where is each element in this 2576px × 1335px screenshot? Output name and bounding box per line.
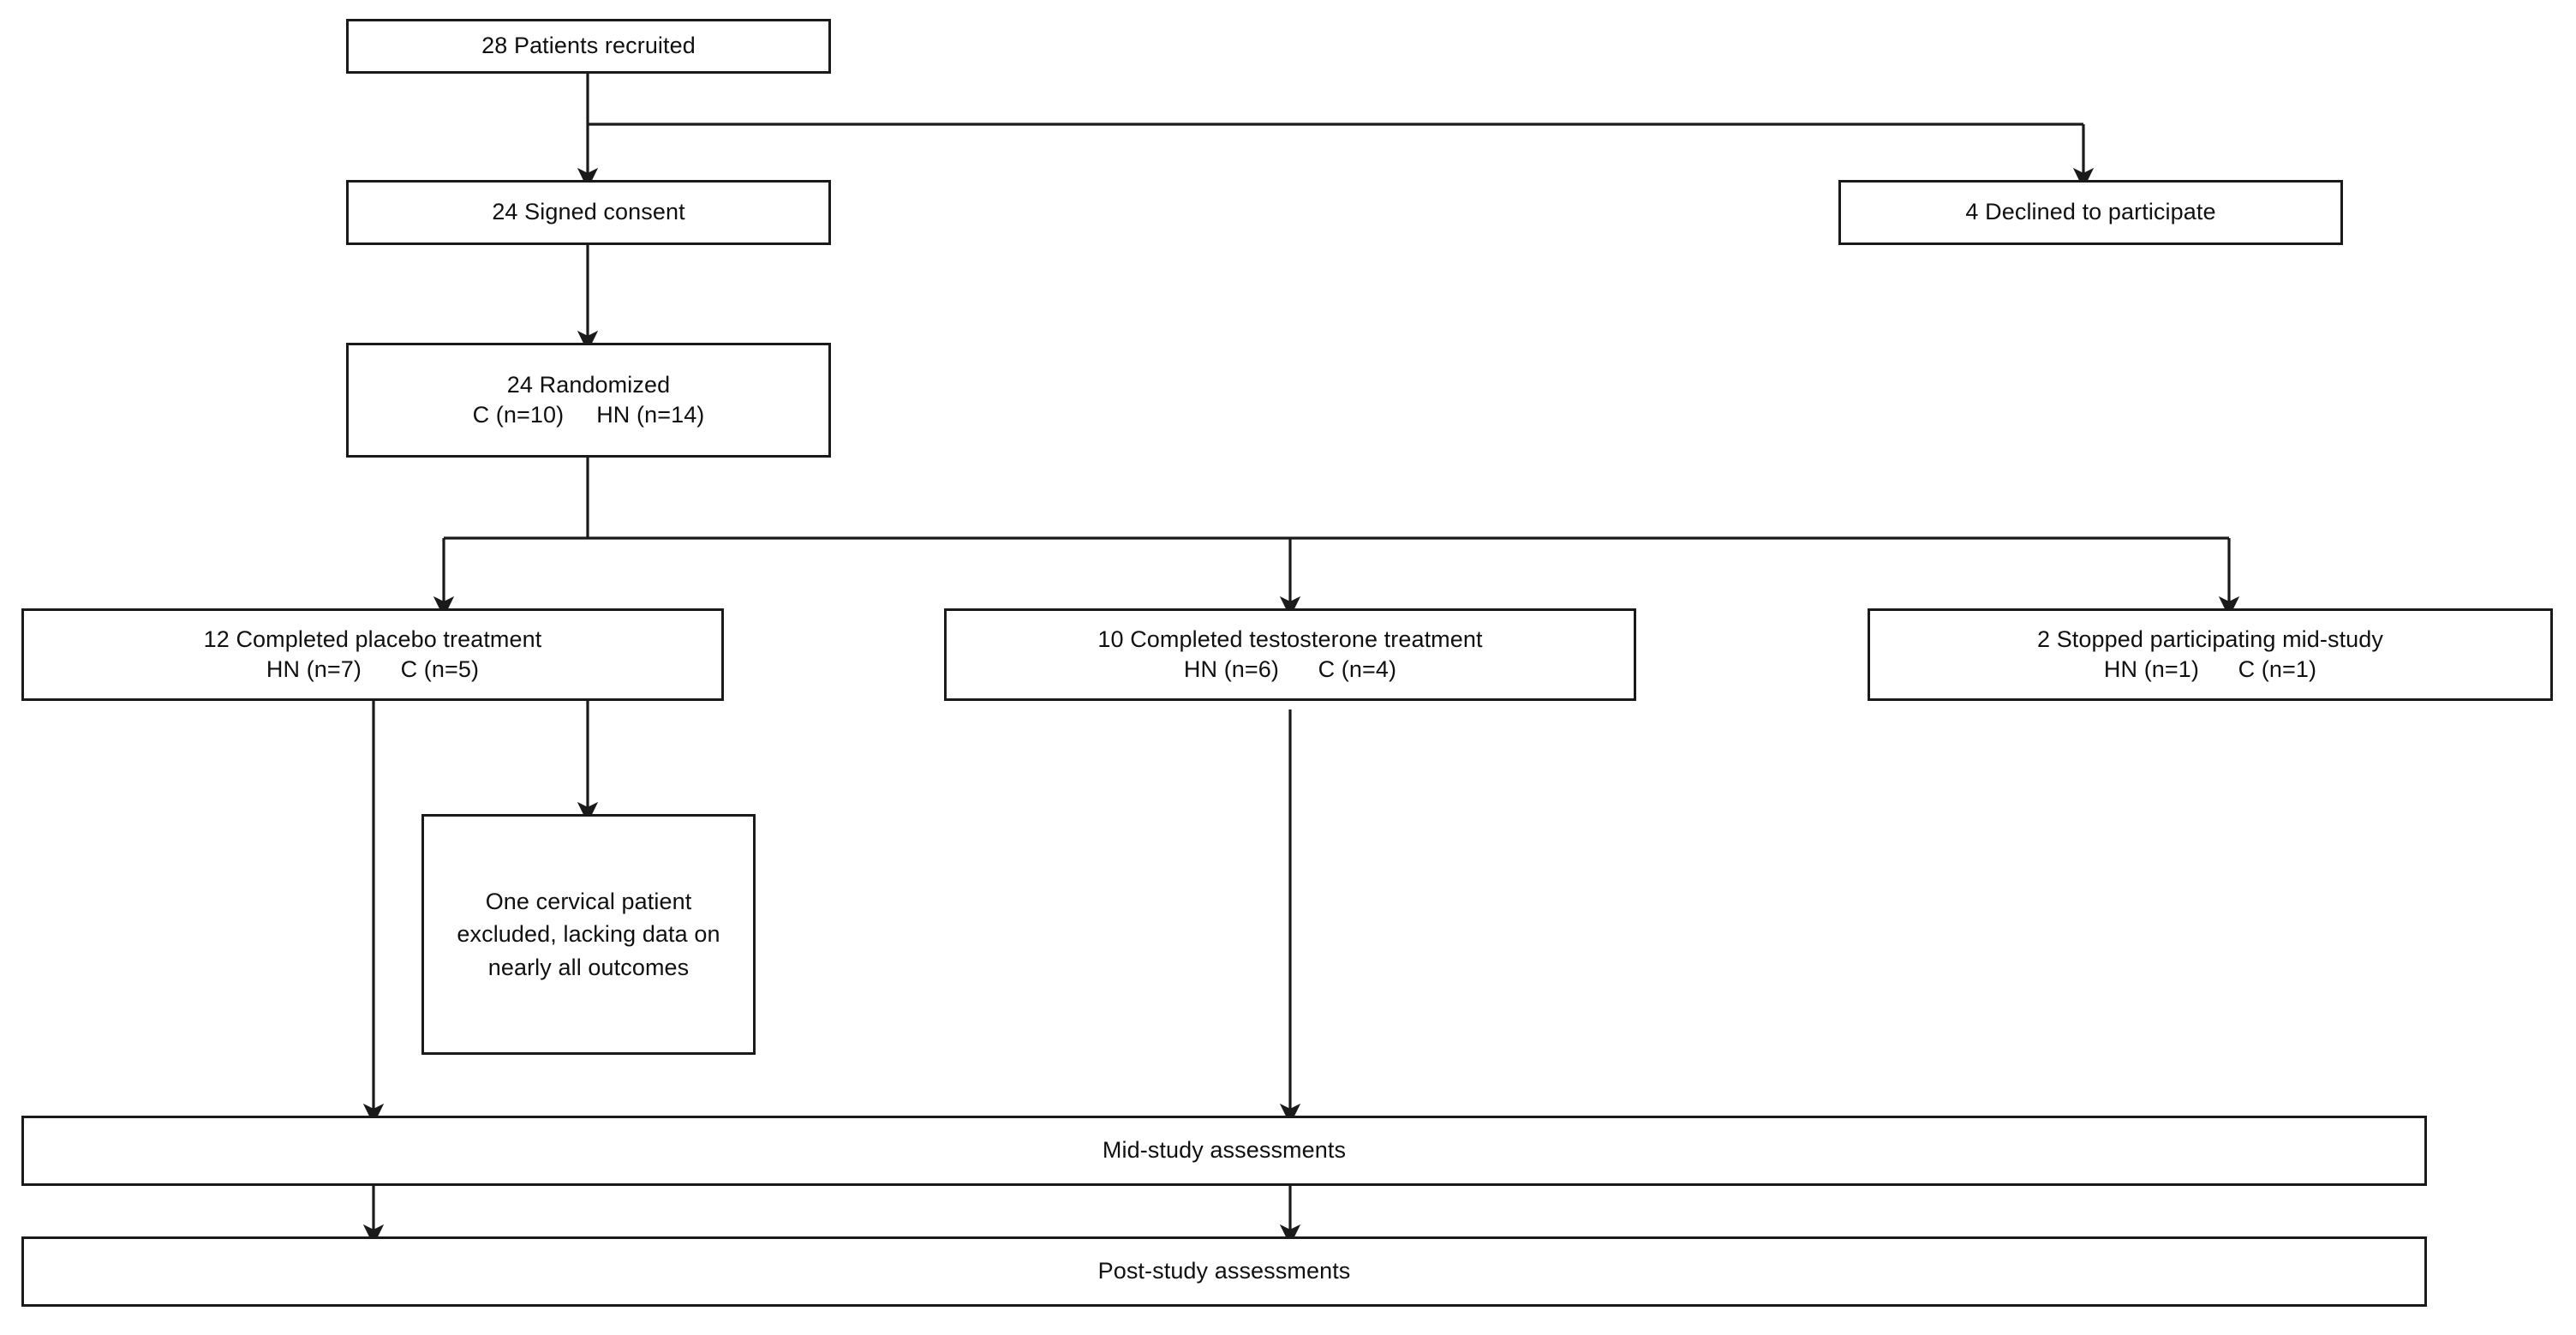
node-randomized-groups: C (n=10) HN (n=14) [472,402,705,428]
node-signed-consent-label: 24 Signed consent [492,199,685,225]
node-stopped-participating[interactable]: 2 Stopped participating mid-study HN (n=… [1868,608,2553,701]
node-testosterone-title: 10 Completed testosterone treatment [1097,626,1483,652]
node-declined-label: 4 Declined to participate [1965,199,2216,225]
node-post-study-label: Post-study assessments [1097,1258,1351,1284]
node-stopped-title: 2 Stopped participating mid-study [2036,626,2384,652]
node-patients-recruited[interactable]: 28 Patients recruited [346,19,831,74]
node-excluded-patient[interactable]: One cervical patient excluded, lacking d… [421,814,756,1055]
node-patients-recruited-label: 28 Patients recruited [481,31,696,61]
node-stopped-groups: HN (n=1) C (n=1) [2103,656,2317,682]
node-placebo-title: 12 Completed placebo treatment [203,626,542,652]
recruited-plain-text: 28 Patients [481,33,605,59]
node-testosterone-groups: HN (n=6) C (n=4) [1183,656,1397,682]
node-post-study-assessments[interactable]: Post-study assessments [21,1236,2427,1307]
node-excluded-label: One cervical patient excluded, lacking d… [457,889,720,980]
node-randomized-title: 24 Randomized [506,371,671,398]
node-randomized[interactable]: 24 Randomized C (n=10) HN (n=14) [346,343,831,458]
node-declined-to-participate[interactable]: 4 Declined to participate [1838,180,2343,245]
recruited-emphasis-text: recruited [604,33,696,59]
node-mid-study-assessments[interactable]: Mid-study assessments [21,1116,2427,1186]
node-mid-study-label: Mid-study assessments [1102,1137,1347,1164]
node-placebo-groups: HN (n=7) C (n=5) [266,656,480,682]
node-completed-placebo[interactable]: 12 Completed placebo treatment HN (n=7) … [21,608,724,701]
node-signed-consent[interactable]: 24 Signed consent [346,180,831,245]
node-completed-testosterone[interactable]: 10 Completed testosterone treatment HN (… [944,608,1636,701]
